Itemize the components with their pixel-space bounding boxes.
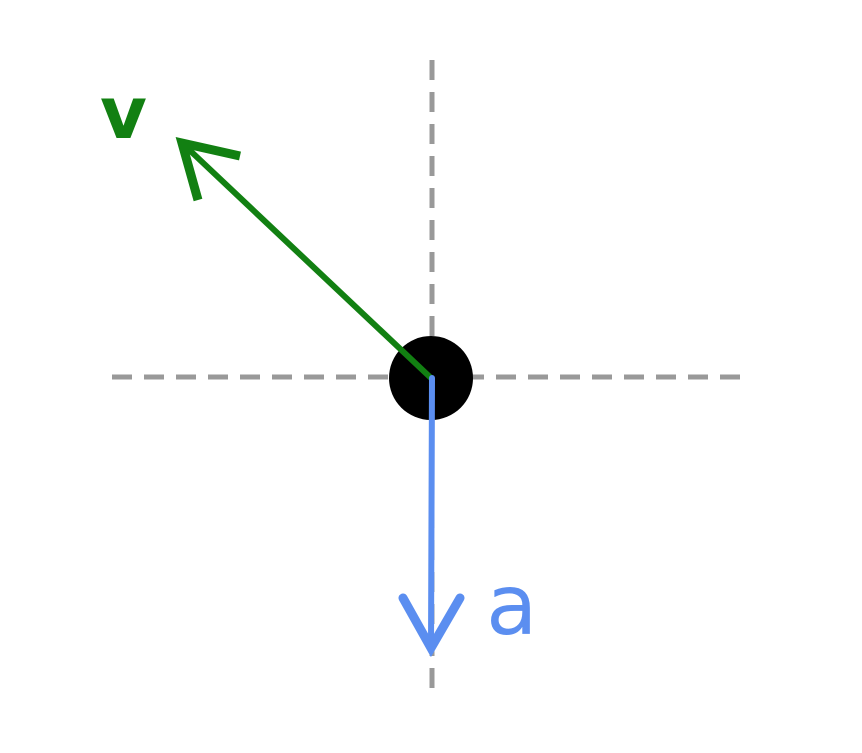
velocity-vector: [175, 136, 434, 381]
acceleration-arrowhead: [398, 593, 465, 658]
acceleration-vector: [398, 375, 465, 658]
velocity-arrowhead: [175, 136, 241, 202]
acceleration-label: a: [486, 556, 537, 654]
velocity-label: v: [100, 71, 147, 155]
acceleration-shaft: [428, 375, 435, 651]
velocity-shaft: [179, 140, 434, 381]
